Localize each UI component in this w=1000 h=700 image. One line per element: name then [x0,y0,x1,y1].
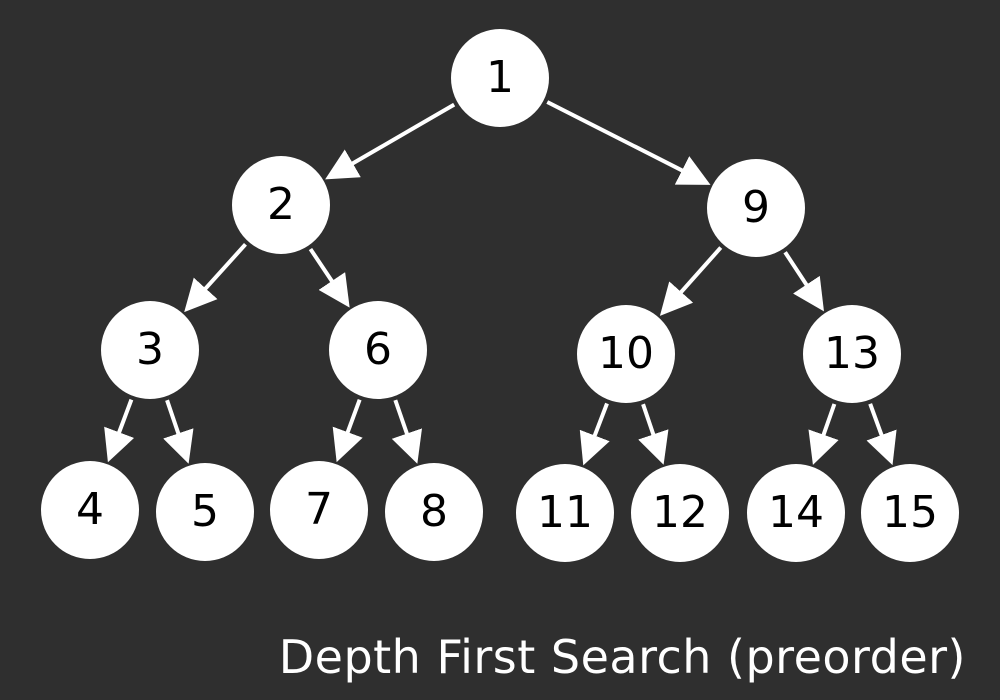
node-label: 8 [420,486,448,537]
edge-n13-n14 [808,403,839,465]
node-circle [270,461,368,559]
node-circle [707,159,805,257]
edge-n1-n2 [325,102,456,180]
node-label: 1 [486,52,514,103]
node-circle [156,463,254,561]
tree-node-14: 14 [747,464,845,562]
edge-n13-n15 [866,403,897,466]
edges-layer [104,100,897,466]
node-label: 9 [742,182,770,233]
tree-node-2: 2 [232,156,330,254]
node-label: 14 [768,487,824,538]
node-circle [232,156,330,254]
node-circle [631,464,729,562]
node-label: 3 [136,324,164,375]
node-label: 10 [598,328,654,379]
diagram-caption: Depth First Search (preorder) [278,630,966,684]
tree-node-8: 8 [385,463,483,561]
edge-n9-n13 [783,251,824,312]
edge-n3-n4 [104,398,135,463]
tree-node-7: 7 [270,461,368,559]
tree-node-3: 3 [101,301,199,399]
node-circle [385,463,483,561]
node-label: 15 [882,487,938,538]
node-label: 13 [824,328,880,379]
node-label: 7 [305,484,333,535]
node-label: 12 [652,487,708,538]
edge-n6-n8 [391,399,423,464]
tree-node-12: 12 [631,464,729,562]
edge-n10-n12 [638,403,669,465]
tree-node-5: 5 [156,463,254,561]
tree-node-10: 10 [577,305,675,403]
node-circle [451,29,549,127]
node-circle [101,301,199,399]
node-circle [329,301,427,399]
node-label: 5 [191,486,219,537]
edge-n9-n10 [659,246,723,316]
node-label: 6 [364,324,392,375]
tree-node-6: 6 [329,301,427,399]
tree-node-15: 15 [861,464,959,562]
node-circle [861,464,959,562]
node-circle [577,305,675,403]
tree-node-4: 4 [41,461,139,559]
node-circle [516,464,614,562]
edge-n6-n7 [332,399,363,463]
edge-n2-n3 [184,242,247,313]
edge-n2-n6 [308,247,350,308]
tree-node-9: 9 [707,159,805,257]
node-label: 11 [537,487,593,538]
edge-n1-n9 [546,100,711,185]
edge-n10-n11 [579,402,610,466]
tree-node-11: 11 [516,464,614,562]
node-label: 2 [267,179,295,230]
tree-node-13: 13 [803,305,901,403]
tree-node-1: 1 [451,29,549,127]
node-label: 4 [76,484,104,535]
edge-n3-n5 [163,399,194,464]
node-circle [747,464,845,562]
node-circle [803,305,901,403]
node-circle [41,461,139,559]
